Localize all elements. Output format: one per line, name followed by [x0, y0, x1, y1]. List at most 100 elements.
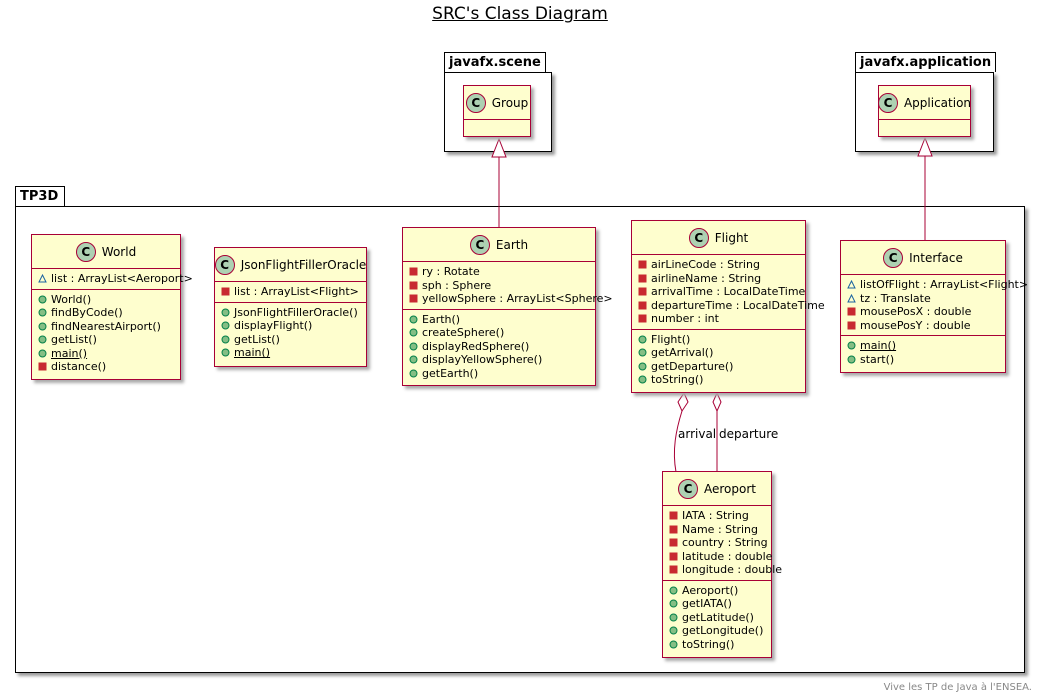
diagram-title: SRC's Class Diagram — [432, 4, 608, 24]
class-method: main() — [38, 347, 174, 361]
class-method: Flight() — [638, 333, 799, 347]
class-method: Earth() — [409, 313, 589, 327]
class-method: start() — [847, 353, 999, 367]
package-tab-tp3d: TP3D — [15, 186, 65, 206]
member-text: number : int — [651, 312, 719, 325]
class-method: World() — [38, 293, 174, 307]
public-visibility-icon — [669, 626, 678, 635]
member-text: JsonFlightFillerOracle() — [234, 305, 358, 319]
package-tab-javafx-scene: javafx.scene — [444, 52, 546, 72]
class-field: airLineCode : String — [638, 258, 799, 272]
member-text: country : String — [682, 536, 768, 549]
class-field: airlineName : String — [638, 272, 799, 286]
public-visibility-icon — [221, 335, 230, 344]
public-visibility-icon — [669, 599, 678, 608]
class-field: tz : Translate — [847, 292, 999, 306]
class-methods-section: Aeroport()getIATA()getLatitude()getLongi… — [663, 579, 771, 655]
member-text: airlineName : String — [651, 271, 762, 285]
class-method: getList() — [38, 333, 174, 347]
class-method: distance() — [38, 360, 174, 374]
member-text: arrivalTime : LocalDateTime — [651, 285, 806, 298]
public-visibility-icon — [638, 362, 647, 371]
class-methods-section: main()start() — [841, 335, 1005, 369]
member-text: getList() — [234, 332, 280, 346]
class-method: displayRedSphere() — [409, 340, 589, 354]
class-method: displayYellowSphere() — [409, 353, 589, 367]
class-method: findByCode() — [38, 306, 174, 320]
class-field: IATA : String — [669, 509, 765, 523]
member-text: departureTime : LocalDateTime — [651, 298, 825, 312]
public-visibility-icon — [38, 322, 47, 331]
member-text: distance() — [51, 360, 107, 373]
member-text: mousePosY : double — [860, 318, 971, 332]
package-tab-javafx-application: javafx.application — [855, 52, 997, 72]
class-method: displayFlight() — [221, 319, 360, 333]
member-text: displayYellowSphere() — [422, 353, 543, 366]
member-text: getIATA() — [682, 597, 732, 610]
public-visibility-icon — [38, 349, 47, 358]
public-visibility-icon — [221, 321, 230, 330]
member-text: tz : Translate — [860, 291, 931, 305]
private-visibility-icon — [638, 314, 647, 323]
private-visibility-icon — [409, 267, 418, 276]
member-text: Earth() — [422, 312, 461, 326]
member-text: getEarth() — [422, 366, 479, 380]
class-methods-section — [464, 136, 530, 153]
public-visibility-icon — [409, 369, 418, 378]
class-stereotype-icon: C — [465, 93, 486, 113]
private-visibility-icon — [669, 538, 678, 547]
member-text: IATA : String — [682, 509, 749, 522]
public-visibility-icon — [38, 308, 47, 317]
private-visibility-icon — [847, 321, 856, 330]
private-visibility-icon — [638, 301, 647, 310]
class-name: Application — [903, 96, 972, 110]
member-text: findByCode() — [51, 306, 123, 319]
public-visibility-icon — [409, 342, 418, 351]
class-stereotype-icon: C — [75, 242, 96, 262]
public-visibility-icon — [38, 295, 47, 304]
private-visibility-icon — [669, 525, 678, 534]
class-fields-section: list : ArrayList<Flight> — [215, 281, 366, 302]
class-stereotype-icon: C — [214, 255, 235, 275]
public-visibility-icon — [409, 315, 418, 324]
public-visibility-icon — [221, 308, 230, 317]
member-text: yellowSphere : ArrayList<Sphere> — [422, 292, 613, 305]
arrival-aggregation-diamond — [677, 391, 689, 413]
class-fields-section — [879, 119, 970, 136]
class-field: listOfFlight : ArrayList<Flight> — [847, 278, 1028, 292]
class-field: latitude : double — [669, 550, 772, 564]
member-text: displayRedSphere() — [422, 339, 530, 353]
member-text: listOfFlight : ArrayList<Flight> — [860, 278, 1029, 291]
private-visibility-icon — [847, 307, 856, 316]
private-visibility-icon — [638, 287, 647, 296]
public-visibility-icon — [669, 640, 678, 649]
public-visibility-icon — [38, 335, 47, 344]
class-field: arrivalTime : LocalDateTime — [638, 285, 805, 299]
member-text: getList() — [51, 333, 97, 346]
member-text: main() — [51, 346, 88, 360]
arrival-aggregation-line — [673, 410, 683, 473]
public-visibility-icon — [638, 348, 647, 357]
member-text: longitude : double — [682, 563, 783, 576]
private-visibility-icon — [638, 274, 647, 283]
class-methods-section: Flight()getArrival()getDeparture()toStri… — [632, 328, 805, 390]
member-text: Name : String — [682, 522, 758, 536]
package-javafx-scene: javafx.scene — [444, 52, 552, 152]
